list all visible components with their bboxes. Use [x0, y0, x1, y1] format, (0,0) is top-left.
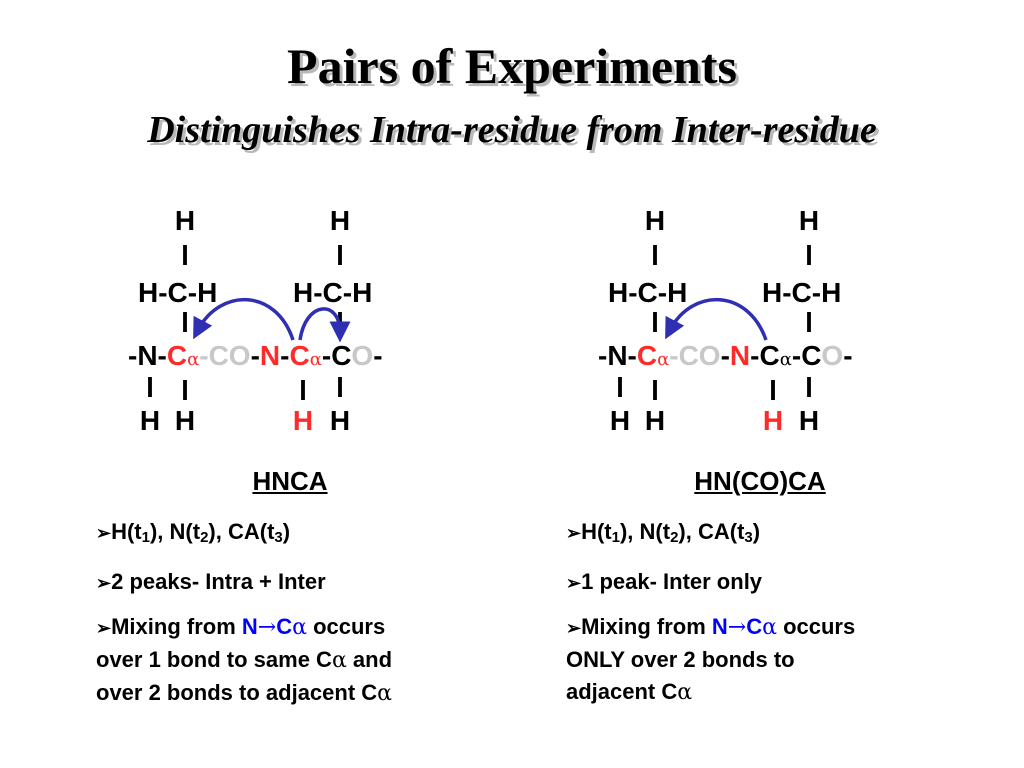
arrow-n-to-ca-intra-hnca	[193, 297, 295, 341]
bond-low-3: l	[769, 375, 777, 406]
bond-low-3: l	[299, 375, 307, 406]
h-bottom-3: H	[798, 405, 820, 436]
h-top-1: H	[174, 205, 196, 236]
h-bottom-1: H	[139, 405, 161, 436]
bond-low-4: l	[336, 372, 344, 403]
co-1: -CO	[669, 340, 721, 371]
backbone-chain-hnca: -N-Cα-CO-N-Cα-CO-	[128, 340, 383, 376]
arrow-n-to-ca-inter-hncoca	[665, 297, 768, 341]
dash: -	[720, 340, 730, 371]
co-1: -CO	[199, 340, 251, 371]
end-dash: -	[843, 340, 853, 371]
experiment-label-hnca: HNCA	[252, 466, 328, 496]
h-top-2: H	[798, 205, 820, 236]
c-alpha-1: Cα	[166, 340, 200, 371]
n-2: N	[259, 340, 281, 371]
hncoca-bullet-list: ➢H(t1), N(t2), CA(t3) ➢1 peak- Inter onl…	[566, 516, 976, 709]
c-2: -C	[321, 340, 352, 371]
bond-low-4: l	[805, 372, 813, 403]
c-alpha-1: Cα	[636, 340, 670, 371]
c-alpha-2: Cα	[759, 340, 792, 371]
methylene-2: H-C-H	[762, 277, 842, 308]
bond-mid-2: l	[805, 307, 813, 338]
experiment-label-hncoca: HN(CO)CA	[694, 466, 826, 496]
c-2: -C	[791, 340, 822, 371]
o-2: O	[821, 340, 844, 371]
arrow-n-to-ca-inter-hnca	[298, 307, 351, 343]
end-dash: -	[373, 340, 383, 371]
bond-top-1: l	[651, 240, 659, 271]
n-2: N	[729, 340, 751, 371]
bond-top-2: l	[336, 240, 344, 271]
bond-low-1: l	[146, 372, 154, 403]
bond-top-1: l	[181, 240, 189, 271]
backbone-chain-hncoca: -N-Cα-CO-N-Cα-CO-	[598, 340, 853, 376]
dash: -	[280, 340, 290, 371]
page-title: Pairs of Experiments	[287, 38, 737, 94]
n-1: -N-	[598, 340, 637, 371]
n-1: -N-	[128, 340, 167, 371]
methylene-2: H-C-H	[293, 277, 373, 308]
bond-low-2: l	[651, 375, 659, 406]
hnca-bullet-list: ➢H(t1), N(t2), CA(t3) ➢2 peaks- Intra + …	[96, 516, 506, 710]
h-amide: H	[292, 405, 314, 436]
bullet-item: ➢2 peaks- Intra + Inter	[96, 569, 326, 594]
dash: -	[750, 340, 760, 371]
dash: -	[250, 340, 260, 371]
o-2: O	[351, 340, 374, 371]
h-top-1: H	[644, 205, 666, 236]
page-subtitle: Distinguishes Intra-residue from Inter-r…	[147, 109, 877, 151]
bond-low-2: l	[181, 375, 189, 406]
h-amide: H	[762, 405, 784, 436]
bullet-item: ➢1 peak- Inter only	[566, 569, 763, 594]
h-bottom-1: H	[609, 405, 631, 436]
bond-mid-1: l	[651, 307, 659, 338]
bullet-item: ➢H(t1), N(t2), CA(t3)	[96, 519, 291, 546]
c-alpha-2: Cα	[289, 340, 322, 371]
bond-mid-1: l	[181, 307, 189, 338]
methylene-1: H-C-H	[608, 277, 688, 308]
h-bottom-3: H	[329, 405, 351, 436]
methylene-1: H-C-H	[138, 277, 218, 308]
h-bottom-2: H	[174, 405, 196, 436]
h-bottom-2: H	[644, 405, 666, 436]
h-top-2: H	[329, 205, 351, 236]
bond-top-2: l	[805, 240, 813, 271]
bullet-item: ➢H(t1), N(t2), CA(t3)	[566, 519, 761, 546]
bond-low-1: l	[616, 372, 624, 403]
